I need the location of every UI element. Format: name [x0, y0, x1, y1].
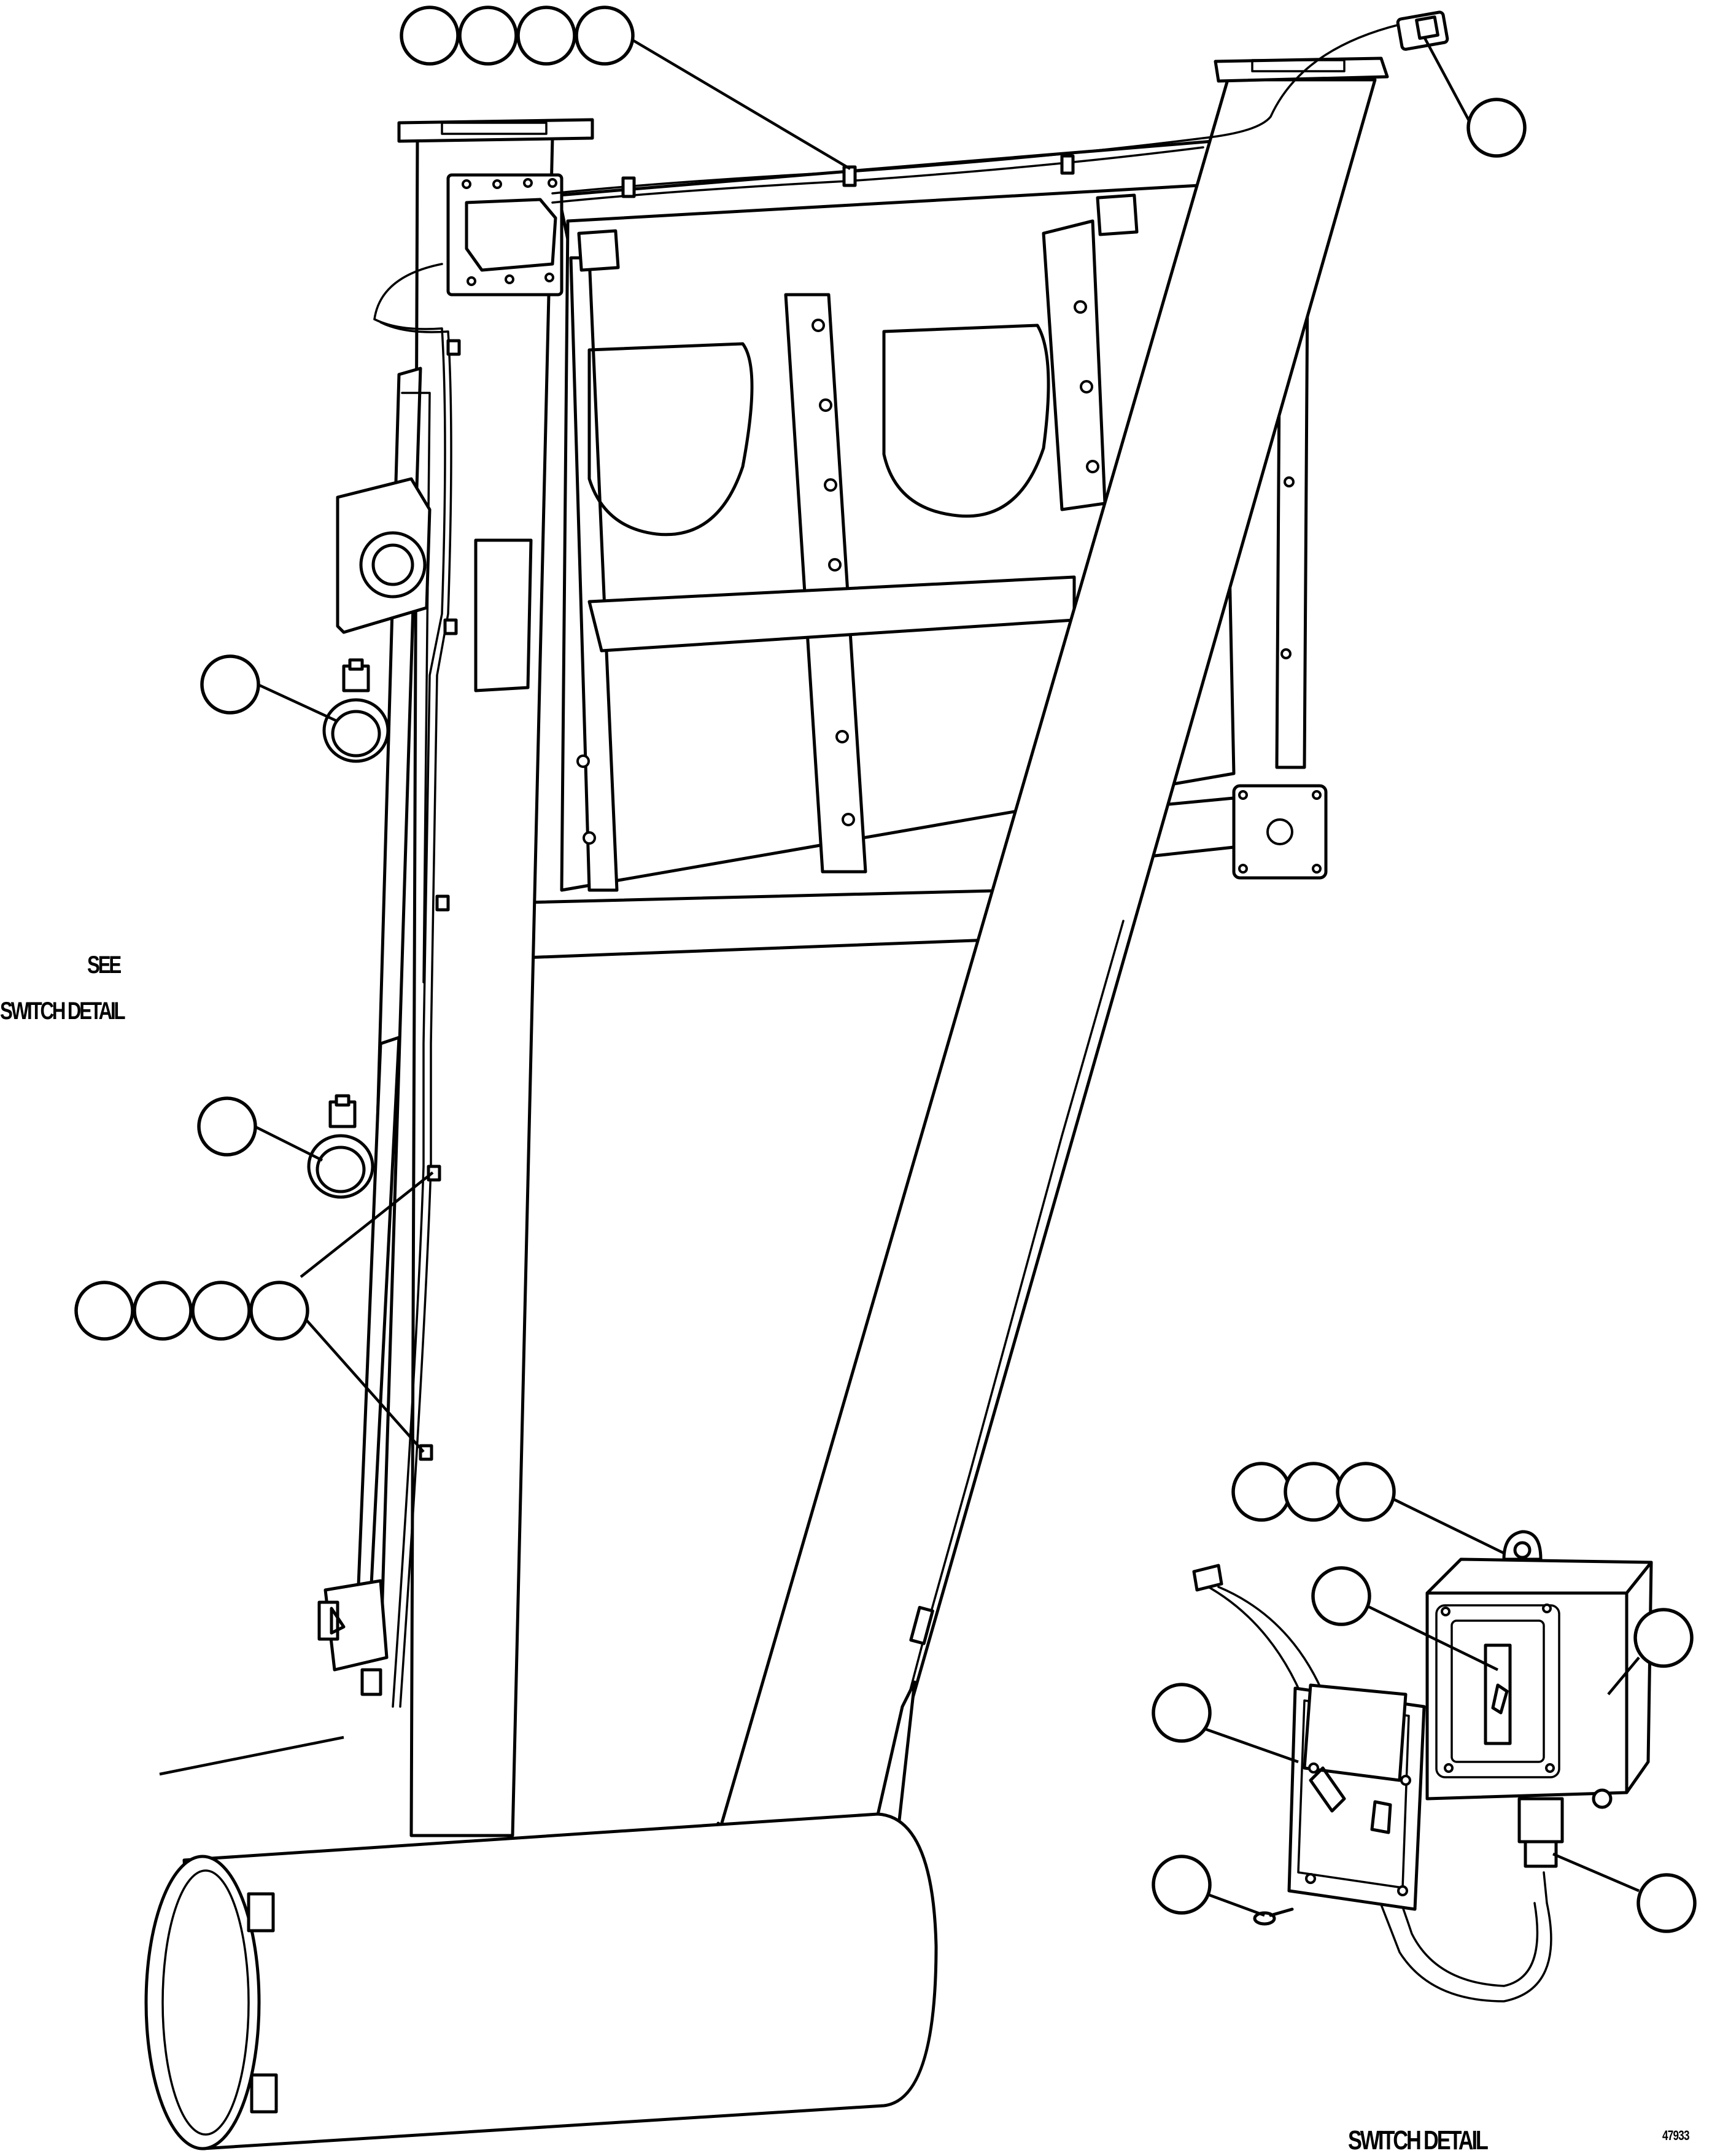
panel-holes — [576, 300, 1295, 845]
upper-lamp — [322, 658, 390, 763]
see-label: SEE — [87, 952, 122, 979]
callout-bubble-connector — [1466, 98, 1527, 158]
callout-bubble — [516, 6, 576, 66]
callout-bubble-switch-cover — [1152, 1683, 1212, 1743]
callout-bubble-switch-box — [1633, 1608, 1694, 1668]
callout-bubble — [191, 1281, 251, 1341]
switch-detail-title: SWITCH DETAIL — [1348, 2125, 1489, 2155]
callout-bubbles-top-harness — [400, 6, 635, 66]
callout-bubble-cable-fitting — [1636, 1873, 1697, 1933]
callout-bubble-lower-lamp — [197, 1096, 257, 1157]
lower-lamp — [307, 1094, 374, 1199]
callout-bubble-upper-lamp — [200, 654, 260, 715]
cover-screw — [1253, 1907, 1294, 1926]
callout-bubble — [1336, 1462, 1396, 1522]
callout-bubbles-clips — [74, 1281, 309, 1341]
connector-plug — [1396, 10, 1449, 51]
callout-bubble — [458, 6, 518, 66]
callout-bubble — [1284, 1462, 1344, 1522]
callout-bubble-switch-toggle — [1311, 1566, 1371, 1626]
callout-bubble-cover-screw — [1152, 1855, 1212, 1915]
switch-cover-plate — [1287, 1683, 1426, 1911]
leg-switch — [317, 1579, 389, 1696]
drawing-number: 47933 — [1662, 2128, 1690, 2143]
callout-bubble — [400, 6, 460, 66]
base-cylinder — [144, 1812, 938, 2150]
callout-bubble — [133, 1281, 193, 1341]
callout-leaders — [159, 36, 1640, 1917]
callout-bubble — [74, 1281, 134, 1341]
switch-detail-view — [1192, 1530, 1653, 2003]
callout-bubble — [1231, 1462, 1292, 1522]
switch-detail-reference-label: SWITCH DETAIL — [0, 998, 126, 1025]
switch-box — [1425, 1530, 1653, 1868]
callout-bubble — [249, 1281, 309, 1341]
lamp-bracket — [336, 477, 432, 634]
callout-bubble — [575, 6, 635, 66]
callout-bubbles-switch-fasteners — [1231, 1462, 1396, 1522]
boom-frame — [336, 10, 1449, 1850]
